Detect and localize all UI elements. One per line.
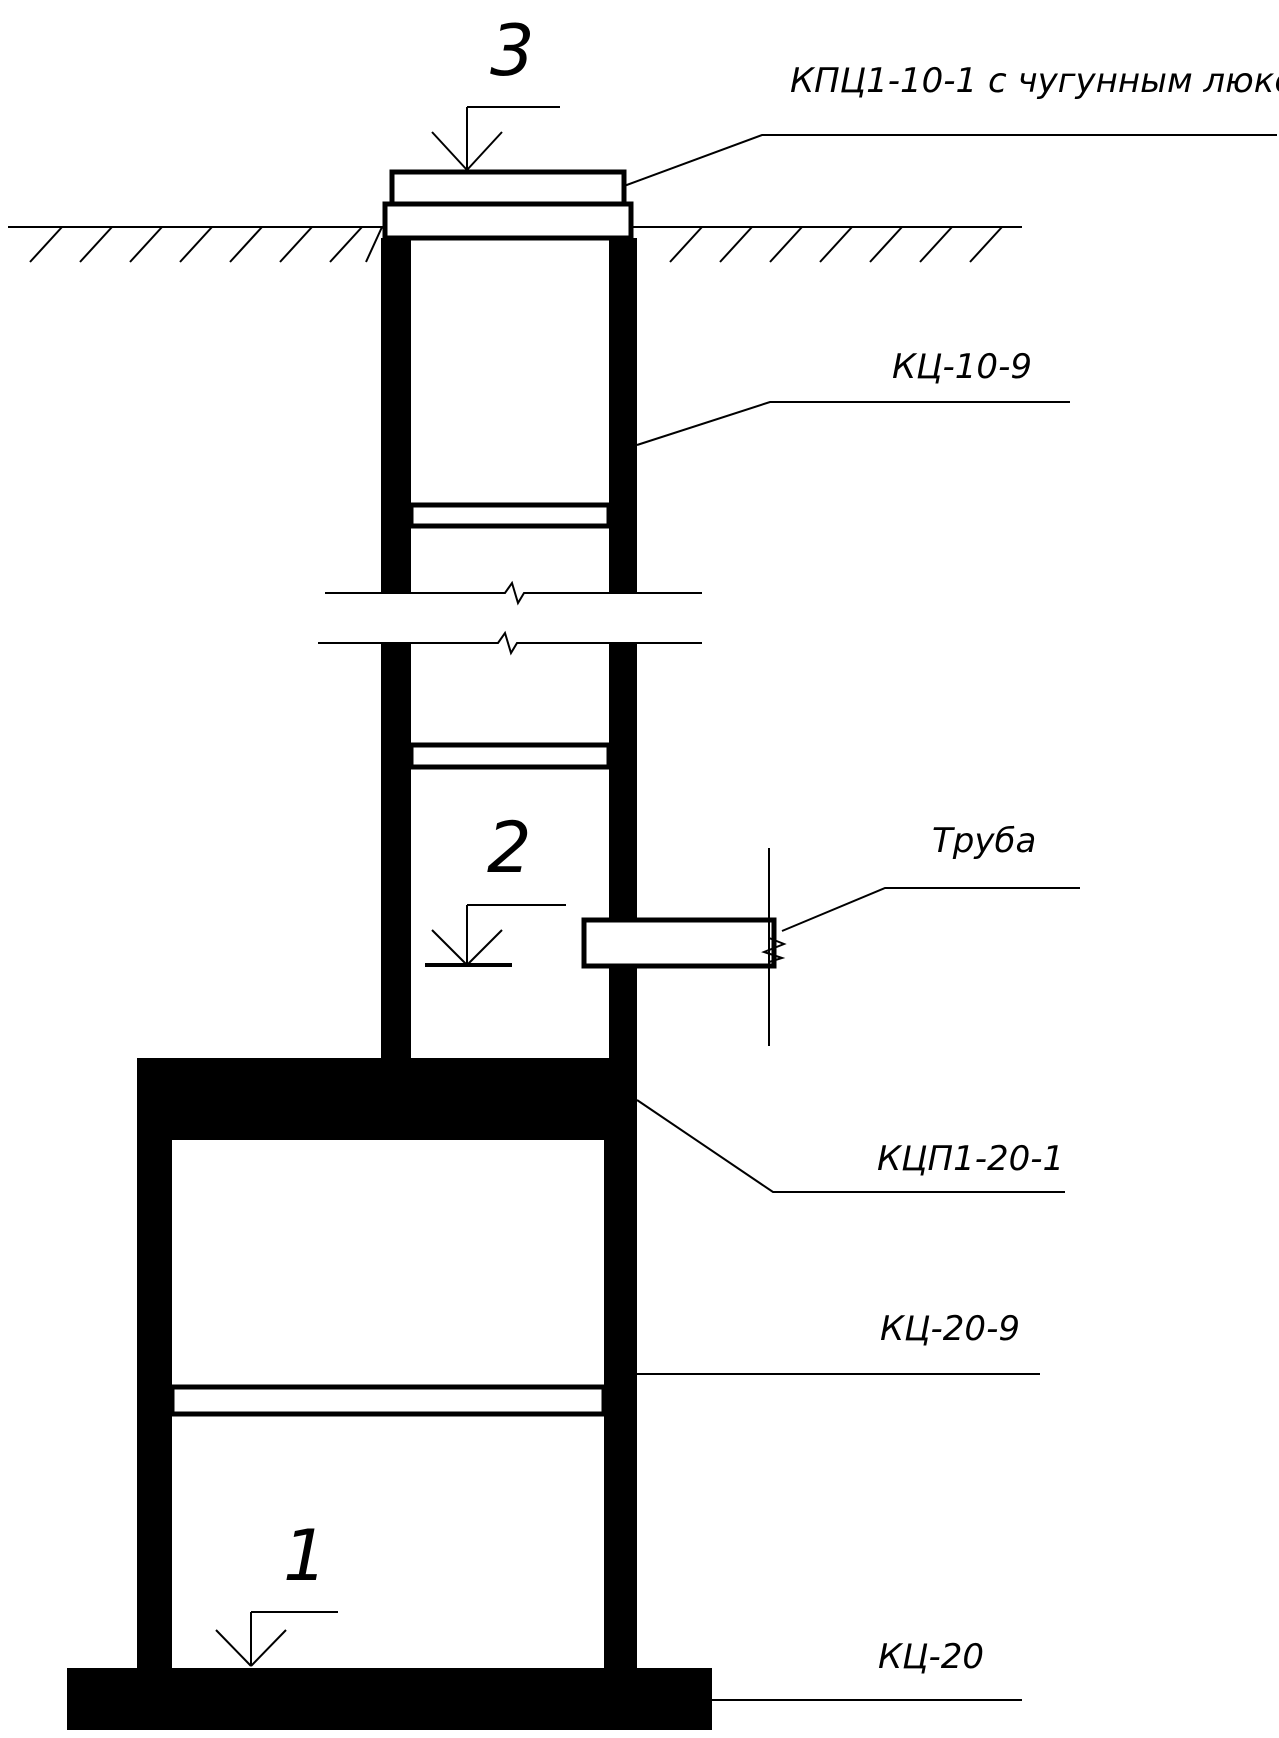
- base-plate: [67, 1668, 712, 1730]
- upper-shaft-top: [381, 238, 637, 593]
- level-marker-3: 3: [431, 10, 560, 171]
- lower-shaft-ring-joint: [408, 742, 612, 770]
- chamber-wall-left: [137, 1140, 172, 1670]
- leader-lines: [623, 134, 1277, 1701]
- upper-shaft-bottom: [381, 643, 637, 1063]
- pipe-body: [581, 917, 777, 969]
- reducing-slab: [137, 1058, 637, 1140]
- leader-top-cover: [623, 134, 1277, 187]
- level-mark-2-text: 2: [487, 807, 532, 889]
- manhole-lid: [389, 169, 627, 207]
- label-slab: КЦП1-20-1: [877, 1139, 1064, 1179]
- label-base: КЦ-20: [878, 1637, 984, 1677]
- leader-slab: [636, 1099, 1065, 1193]
- lower-shaft-wall-left: [381, 643, 411, 1063]
- upper-wall-right: [609, 238, 637, 593]
- level-mark-1-text: 1: [283, 1515, 328, 1597]
- cover-slab: [382, 201, 634, 241]
- level-marker-2: 2: [425, 807, 566, 967]
- lower-shaft-wall-right: [609, 643, 637, 1063]
- level-marker-1: 1: [215, 1515, 338, 1667]
- upper-ring-joint: [408, 502, 612, 529]
- label-lower-ring: КЦ-20-9: [880, 1309, 1020, 1349]
- pipe-break: [761, 922, 787, 966]
- lower-chamber: [137, 1140, 637, 1670]
- label-top-cover: КПЦ1-10-1 с чугунным люком: [790, 61, 1279, 101]
- ground-hatching: [29, 226, 1003, 263]
- upper-wall-left: [381, 238, 411, 593]
- label-upper-ring: КЦ-10-9: [892, 347, 1032, 387]
- break-line-bottom: [318, 630, 702, 656]
- break-line-top: [325, 580, 702, 606]
- leader-upper-ring: [636, 401, 1070, 446]
- level-mark-3-text: 3: [490, 10, 535, 92]
- pipe: [581, 848, 787, 1046]
- label-pipe: Труба: [932, 821, 1036, 861]
- break-lines: [318, 580, 702, 656]
- chamber-wall-right: [604, 1140, 637, 1670]
- manhole-cover: [382, 169, 634, 241]
- leader-pipe: [781, 887, 1080, 932]
- chamber-ring-joint: [169, 1384, 607, 1417]
